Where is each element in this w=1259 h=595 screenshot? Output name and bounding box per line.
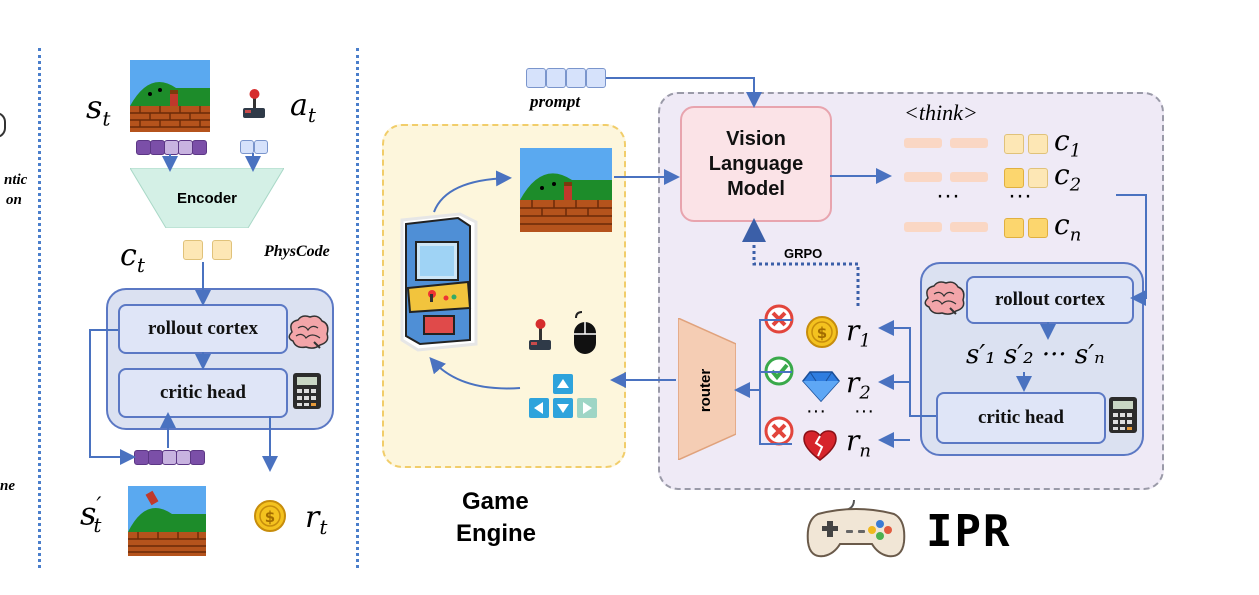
divider-right	[356, 48, 359, 568]
engine-joystick-icon	[529, 319, 551, 350]
world-model-arrows	[89, 153, 278, 472]
router-shape	[678, 318, 736, 460]
gamepad-icon	[806, 499, 906, 558]
state-symbol: st	[86, 88, 111, 131]
code-nb	[1028, 218, 1048, 238]
encoder-label: Encoder	[177, 190, 238, 207]
svg-text:$: $	[265, 508, 275, 526]
code-symbol: ct	[120, 238, 145, 277]
vlm-line-3: Model	[727, 177, 785, 200]
coin-icon: $	[254, 500, 286, 532]
calculator-icon	[293, 373, 321, 409]
think-token-2b	[950, 172, 988, 182]
physcode-label: PhysCode	[264, 243, 330, 260]
code-na	[1004, 218, 1024, 238]
think-token-1a	[904, 138, 942, 148]
reward-r2: r2	[846, 366, 871, 404]
game-frame-next	[128, 486, 206, 556]
action-token-1	[240, 140, 254, 154]
action-symbol: at	[290, 88, 316, 127]
reward-symbol: rt	[305, 500, 328, 539]
think-token-3b	[950, 222, 988, 232]
reward-ellipsis-2: ···	[854, 400, 874, 422]
next-state-token-5	[190, 450, 205, 465]
code-cn: cn	[1054, 208, 1082, 246]
code-c2: c2	[1054, 158, 1082, 196]
think-token-3a	[904, 222, 942, 232]
code-2a	[1004, 168, 1024, 188]
ipr-logo-text: IPR	[926, 506, 1012, 557]
code-1a	[1004, 134, 1024, 154]
game-engine-title-2: Engine	[456, 520, 537, 547]
code-token-2	[212, 240, 232, 260]
state-token-5	[192, 140, 207, 155]
reward-ellipsis-1: ···	[806, 400, 826, 422]
prompt-token-3	[566, 68, 586, 88]
game-frame-engine	[520, 148, 612, 232]
coin-reward-icon: $	[806, 316, 838, 348]
ipr-brain-icon	[924, 281, 965, 315]
vlm-line-1: Vision	[726, 127, 786, 150]
prompt-token-4	[586, 68, 606, 88]
game-frame-top	[130, 60, 210, 132]
action-token-2	[254, 140, 268, 154]
code-token-1	[183, 240, 203, 260]
prompt-label: prompt	[530, 92, 581, 111]
cropped-label-1: ntic	[4, 172, 28, 188]
vlm-line-2: Language	[708, 152, 804, 175]
encoder-shape	[130, 168, 284, 228]
reward-rn: rn	[846, 424, 871, 462]
think-ellipsis-2: ···	[1008, 182, 1032, 209]
ipr-critic-head: critic head	[936, 392, 1106, 444]
brain-icon	[288, 315, 329, 349]
cropped-label-2: on	[6, 192, 22, 208]
arrow-keys-icon	[529, 374, 597, 418]
cropped-label-3: ne	[0, 478, 15, 494]
diamond-icon	[802, 371, 840, 402]
next-state-symbol: s′t	[80, 494, 102, 538]
think-token-2a	[904, 172, 942, 182]
arcade-machine-icon	[400, 212, 478, 352]
ipr-states: s′₁ s′₂ ··· s′ₙ	[966, 340, 1105, 370]
code-2b	[1028, 168, 1048, 188]
mouse-icon	[574, 311, 596, 354]
prompt-token-1	[526, 68, 546, 88]
code-1b	[1028, 134, 1048, 154]
think-ellipsis-1: ···	[936, 182, 960, 209]
think-token-1b	[950, 138, 988, 148]
think-label: <think>	[904, 100, 978, 125]
reward-r1: r1	[846, 314, 871, 352]
divider-left	[38, 48, 41, 568]
game-engine-title-1: Game	[462, 488, 529, 515]
code-c1: c1	[1054, 124, 1082, 162]
svg-text:$: $	[817, 324, 827, 342]
ipr-calculator-icon	[1109, 397, 1137, 433]
ipr-rollout-cortex: rollout cortex	[966, 276, 1134, 324]
grpo-label: GRPO	[784, 246, 823, 261]
joystick-icon	[243, 89, 265, 118]
broken-heart-icon	[803, 430, 837, 461]
vision-language-model: Vision Language Model	[680, 106, 832, 222]
prompt-token-2	[546, 68, 566, 88]
